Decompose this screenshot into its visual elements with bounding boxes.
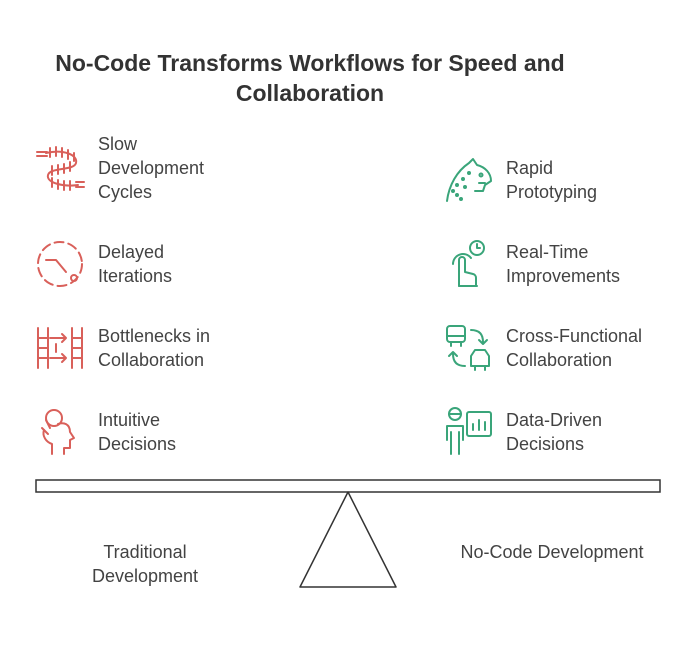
left-item-2-line-1: Delayed	[98, 242, 165, 262]
right-item-2-line-2: Improvements	[506, 266, 621, 286]
left-item-4-label: Intuitive Decisions	[98, 408, 176, 456]
left-item-3-line-1: Bottlenecks in	[98, 326, 211, 346]
left-item-2-line-2: Iterations	[98, 266, 173, 286]
left-item-1-line-2: Development	[98, 158, 205, 178]
right-item-1-line-2: Prototyping	[506, 182, 598, 202]
centipede-icon	[34, 143, 86, 195]
no-code-label-line-1: No-Code Development	[460, 542, 644, 562]
right-item-2-line-1: Real-Time	[506, 242, 589, 262]
hand-timer-icon	[443, 238, 495, 290]
balance-fulcrum	[299, 491, 397, 588]
title-line-1: No-Code Transforms Workflows for Speed a…	[55, 50, 565, 76]
right-item-4-label: Data-Driven Decisions	[506, 408, 602, 456]
right-item-4-line-2: Decisions	[506, 434, 585, 454]
left-item-3-label: Bottlenecks in Collaboration	[98, 324, 210, 372]
right-item-3-line-2: Collaboration	[506, 350, 613, 370]
right-item-1-label: Rapid Prototyping	[506, 156, 597, 204]
person-chart-icon	[443, 406, 495, 458]
left-item-3-line-2: Collaboration	[98, 350, 205, 370]
right-item-3-line-1: Cross-Functional	[506, 326, 643, 346]
left-item-4-line-1: Intuitive	[98, 410, 161, 430]
dashed-clock-icon	[34, 238, 86, 290]
traditional-label-line-2: Development	[91, 566, 199, 586]
right-item-1-line-1: Rapid	[506, 158, 554, 178]
traditional-label-line-1: Traditional	[103, 542, 187, 562]
no-code-development-label: No-Code Development	[446, 540, 658, 564]
left-item-4-line-2: Decisions	[98, 434, 177, 454]
balance-beam	[35, 479, 661, 493]
right-item-2-label: Real-Time Improvements	[506, 240, 620, 288]
right-item-3-label: Cross-Functional Collaboration	[506, 324, 642, 372]
vehicles-exchange-icon	[443, 322, 495, 374]
left-item-1-line-3: Cycles	[98, 182, 153, 202]
cheetah-icon	[443, 155, 495, 207]
traditional-development-label: Traditional Development	[60, 540, 230, 588]
right-item-4-line-1: Data-Driven	[506, 410, 603, 430]
left-item-1-line-1: Slow	[98, 134, 138, 154]
head-idea-icon	[36, 406, 88, 458]
diagram-title: No-Code Transforms Workflows for Speed a…	[40, 48, 580, 108]
split-arrows-icon	[34, 322, 86, 374]
title-line-2: Collaboration	[235, 80, 385, 106]
left-item-1-label: Slow Development Cycles	[98, 132, 204, 204]
left-item-2-label: Delayed Iterations	[98, 240, 172, 288]
